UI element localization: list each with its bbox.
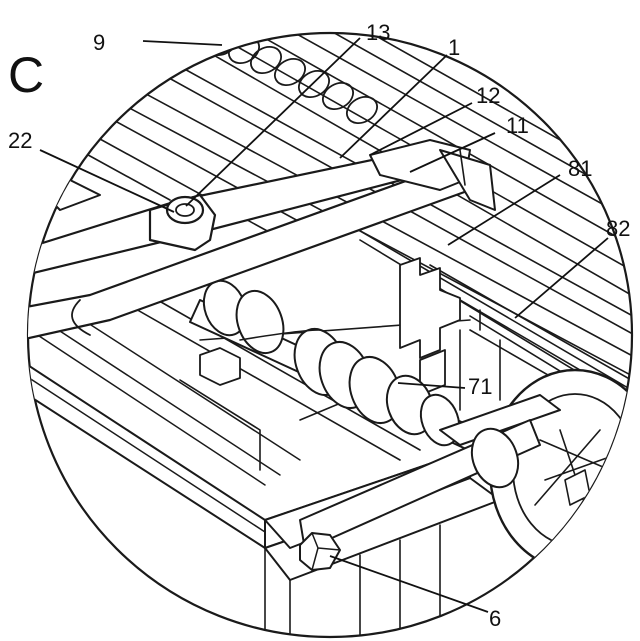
mechanism-detail [28,33,632,637]
key-blocks [199,257,461,396]
callout-6: 6 [489,606,501,631]
callout-11: 11 [506,113,529,138]
panel-letter: C [8,47,44,103]
hex-bolt [299,532,341,571]
callout-9: 9 [93,30,105,55]
callout-22: 22 [8,128,32,153]
callout-1: 1 [448,35,460,60]
roller-shaft [189,279,501,461]
leader-lines [39,37,609,613]
callout-13: 13 [366,20,390,45]
callout-71: 71 [468,374,492,399]
callout-labels: 9 13 1 12 22 11 81 82 71 6 [8,20,630,631]
side-bracket [264,394,561,551]
callout-81: 81 [568,156,592,181]
rear-slat-deck [69,33,632,381]
callout-82: 82 [606,216,630,241]
callout-12: 12 [476,83,500,108]
coil-spring [206,33,378,125]
